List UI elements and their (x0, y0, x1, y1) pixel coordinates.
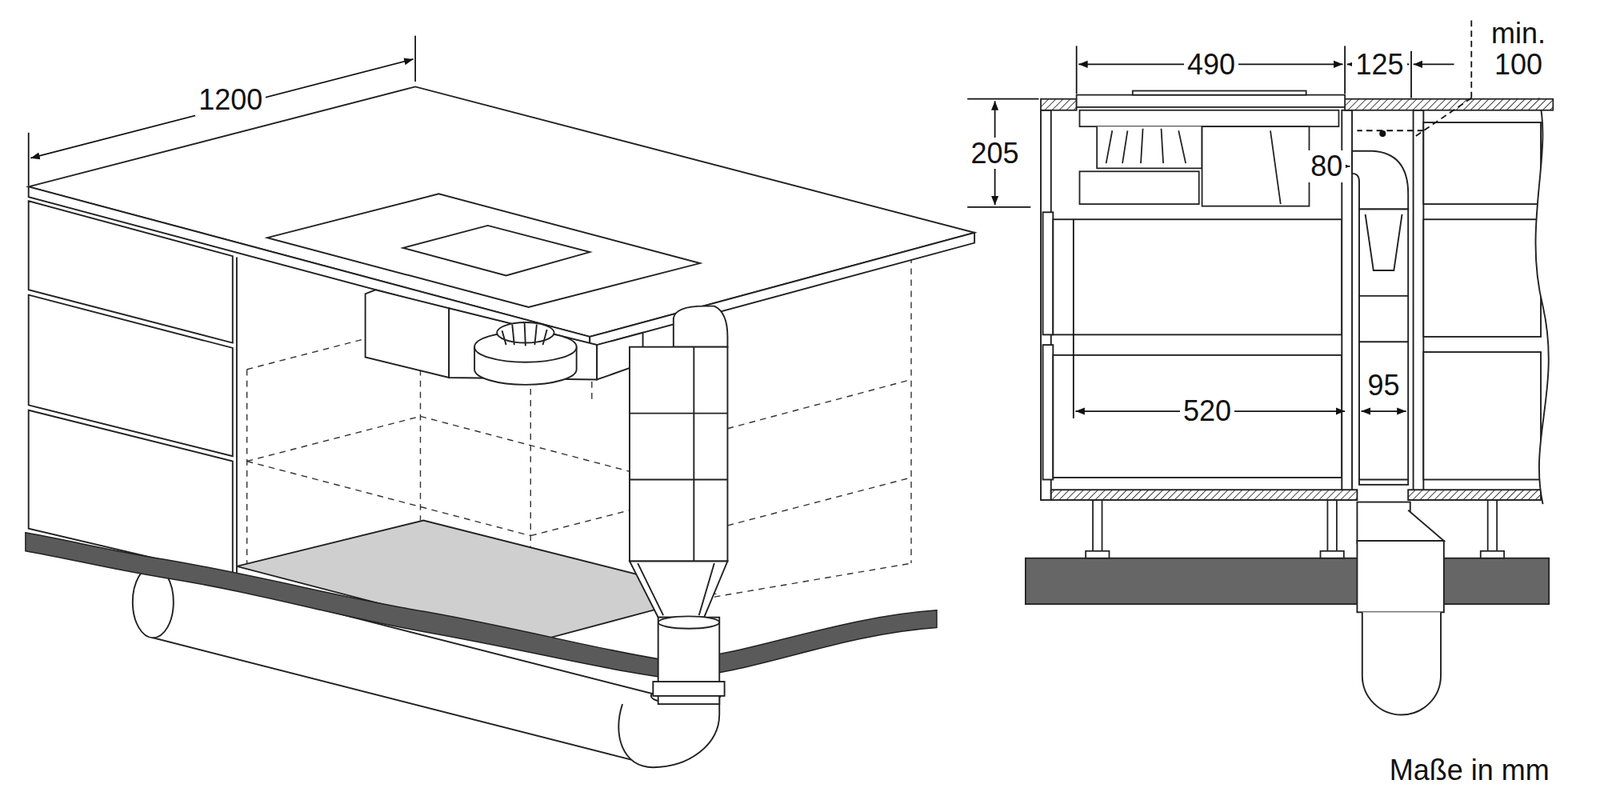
dimension-value: 1200 (195, 84, 266, 116)
cabinet-section (1040, 97, 1592, 504)
dimension-value: min. 100 (1479, 17, 1558, 81)
dimension-lines (28, 36, 416, 187)
countertop (28, 86, 975, 347)
dimension-value: 80 (1307, 150, 1346, 183)
dimension-value: 95 (1364, 369, 1404, 402)
air-duct (629, 306, 728, 704)
countertop-section (1040, 91, 1553, 207)
units-note: Maße in mm (1386, 754, 1553, 787)
dimension-value: 205 (968, 137, 1023, 170)
fan-unit (365, 289, 644, 385)
dimension-value: 490 (1184, 48, 1239, 81)
dimension-lines (967, 20, 1472, 419)
floor-section (25, 532, 937, 679)
duct-section (1352, 151, 1444, 716)
dimension-value: 520 (1180, 395, 1235, 428)
floor-and-legs (1025, 500, 1549, 604)
cabinet-drawers (28, 200, 237, 578)
dimension-value: 125 (1352, 48, 1407, 81)
